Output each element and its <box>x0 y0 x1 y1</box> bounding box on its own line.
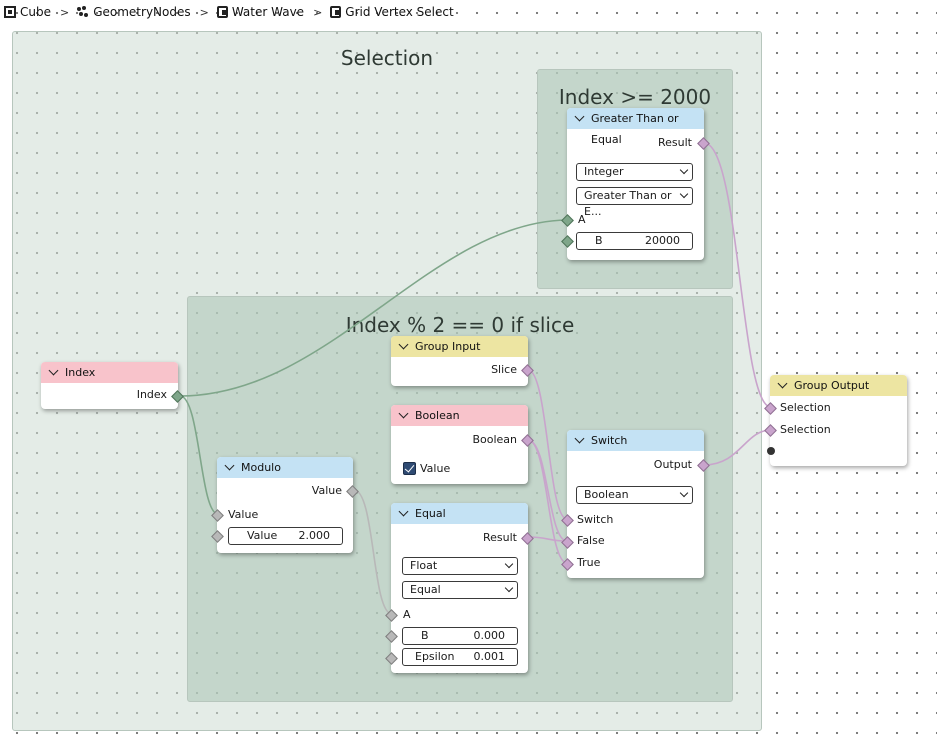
frame-index-ge-title: Index >= 2000 <box>558 85 712 109</box>
chevron-down-icon <box>504 583 514 593</box>
node-group-output[interactable]: Group Output Selection Selection <box>764 375 907 466</box>
output-label-index: Index <box>136 388 167 401</box>
node-header[interactable]: Group Input <box>391 336 528 357</box>
collapse-chevron-icon[interactable] <box>574 111 585 122</box>
node-greater-than-or-equal[interactable]: Greater Than or Equal Result Integer Gre… <box>561 108 710 260</box>
frame-index-mod-title: Index % 2 == 0 if slice <box>345 313 575 337</box>
input-socket-empty[interactable] <box>767 447 775 455</box>
input-label-a: A <box>403 608 411 621</box>
node-header[interactable]: Modulo <box>217 457 353 478</box>
node-index[interactable]: Index Index <box>41 362 184 409</box>
breadcrumb-item-object[interactable]: Cube <box>4 5 51 19</box>
breadcrumb-separator-icon: > <box>59 5 70 19</box>
input-label-selection-1: Selection <box>780 401 831 414</box>
value-checkbox[interactable] <box>403 462 416 475</box>
node-header[interactable]: Index <box>41 362 178 383</box>
breadcrumb-separator-icon: > <box>313 5 323 19</box>
collapse-chevron-icon[interactable] <box>398 408 409 419</box>
input-label-a: A <box>578 213 586 226</box>
input-label-false: False <box>577 534 605 547</box>
node-header[interactable]: Group Output <box>770 375 907 396</box>
operation-dropdown[interactable]: Equal <box>402 581 518 599</box>
input-label-true: True <box>577 556 601 569</box>
data-type-dropdown[interactable]: Boolean <box>576 486 693 504</box>
node-header[interactable]: Equal <box>391 503 528 524</box>
chevron-down-icon <box>679 189 689 199</box>
geometry-nodes-icon <box>77 6 89 18</box>
output-label-value: Value <box>311 484 342 497</box>
breadcrumb-item-node-tree[interactable]: Water Wave <box>216 5 304 19</box>
node-tree-icon <box>216 6 228 18</box>
output-label-slice: Slice <box>491 363 517 376</box>
input-socket-selection-2[interactable] <box>764 424 777 437</box>
output-label-result: Result <box>483 531 517 544</box>
breadcrumb-item-node-group[interactable]: Grid Vertex Select <box>330 5 454 19</box>
input-label-value: Value <box>228 508 259 521</box>
node-header[interactable]: Switch <box>567 430 704 451</box>
collapse-chevron-icon[interactable] <box>224 460 235 471</box>
node-boolean[interactable]: Boolean Boolean Value <box>391 405 534 484</box>
breadcrumb-item-modifier[interactable]: GeometryNodes <box>77 5 191 19</box>
chevron-down-icon <box>679 488 689 498</box>
collapse-chevron-icon[interactable] <box>777 378 788 389</box>
operation-dropdown[interactable]: Greater Than or E... <box>576 187 693 218</box>
input-label-switch: Switch <box>577 513 614 526</box>
collapse-chevron-icon[interactable] <box>48 365 59 376</box>
checkbox-label-value: Value <box>420 462 451 475</box>
node-switch[interactable]: Switch Output Boolean Switch False True <box>561 430 710 578</box>
node-group-input[interactable]: Group Input Slice <box>391 336 534 386</box>
collapse-chevron-icon[interactable] <box>398 339 409 350</box>
node-header[interactable]: Boolean <box>391 405 528 426</box>
node-tree-icon <box>330 6 342 18</box>
chevron-down-icon <box>504 559 514 569</box>
output-label-result: Result <box>658 136 692 149</box>
breadcrumb-separator-icon: > <box>199 5 209 19</box>
node-header[interactable]: Greater Than or Equal <box>567 108 704 146</box>
collapse-chevron-icon[interactable] <box>574 433 585 444</box>
data-type-dropdown[interactable]: Float <box>402 557 518 575</box>
output-label-boolean: Boolean <box>472 433 517 446</box>
input-socket-selection-1[interactable] <box>764 402 777 415</box>
input-label-selection-2: Selection <box>780 423 831 436</box>
breadcrumb: Cube > GeometryNodes > Water Wave > Grid… <box>4 3 454 21</box>
output-label-output: Output <box>653 458 692 471</box>
object-icon <box>4 6 16 18</box>
frame-selection-title: Selection <box>340 46 434 70</box>
chevron-down-icon <box>679 165 689 175</box>
data-type-dropdown[interactable]: Integer <box>576 163 693 181</box>
collapse-chevron-icon[interactable] <box>398 506 409 517</box>
